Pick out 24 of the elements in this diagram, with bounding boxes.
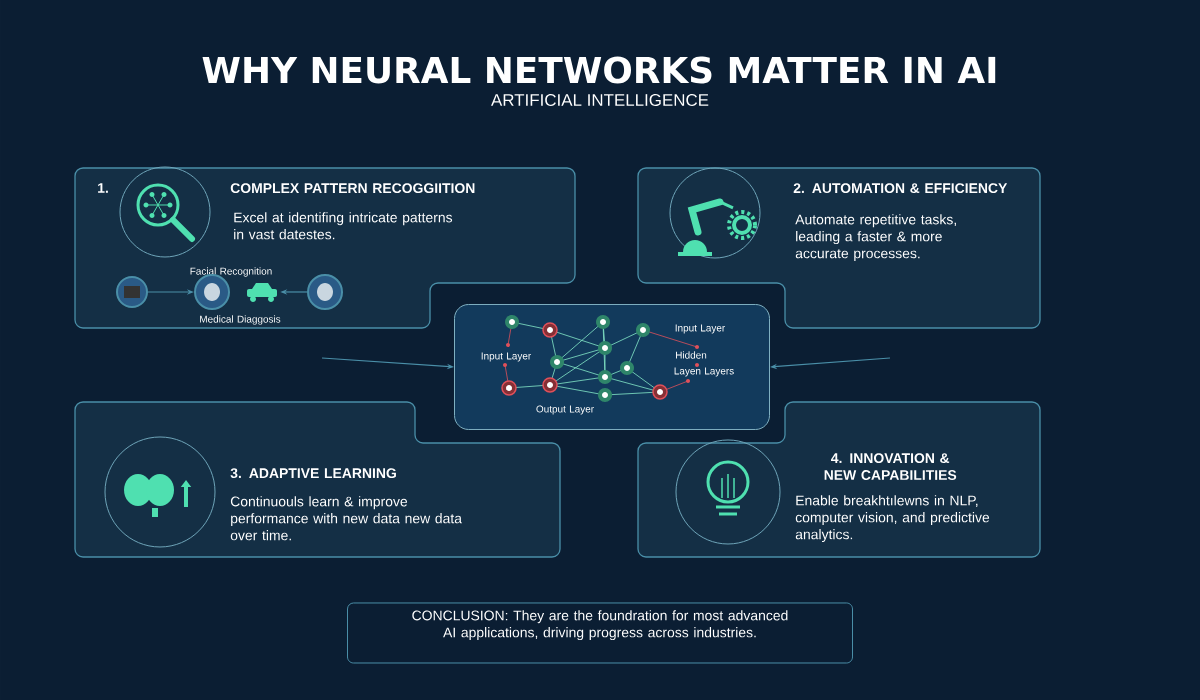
network-panel xyxy=(454,304,770,430)
card-heading: 3. ADAPTIVE LEARNING xyxy=(230,468,396,479)
card-number: 1. xyxy=(98,183,108,193)
face-icon xyxy=(116,276,148,308)
conclusion-text: CONCLUSION: They are the foundration for most advanced AI applications, driving progress across industries. xyxy=(412,610,788,641)
icon-caption: Medical Diaggosis xyxy=(200,315,281,325)
subtitle: ARTIFICIAL INTELLIGENCE xyxy=(491,94,709,106)
car-icon xyxy=(247,283,277,302)
card-text: Automate repetitive tasks, leading a faster & more accurate processes. xyxy=(795,214,956,262)
icon-caption: Facial Recognition xyxy=(190,267,272,277)
card-heading: COMPLEX PATTERN RECOGGIITION xyxy=(230,183,475,194)
layer-label: Hidden xyxy=(676,351,707,359)
layer-label: Input Layer xyxy=(481,352,532,362)
face-icon xyxy=(307,274,343,310)
card-heading: 4. INNOVATION & NEW CAPABILITIES xyxy=(824,453,957,480)
title: WHY NEURAL NETWORKS MATTER IN AI xyxy=(202,56,996,84)
layer-label: Input Layer xyxy=(675,324,726,334)
layer-label: Output Layer xyxy=(536,405,594,415)
card-text: Excel at identifing intricate patterns in vast datestes. xyxy=(234,212,453,240)
card-text: Enable breakhtılewns in NLP, computer vision, and predictive analytics. xyxy=(795,495,990,543)
card-text: Continuouls learn & improve performance with new data new data over time. xyxy=(230,496,462,541)
conclusion-box xyxy=(347,602,853,664)
card-heading: 2. AUTOMATION & EFFICIENCY xyxy=(793,183,1008,194)
layer-label: Layen Layers xyxy=(674,367,734,377)
